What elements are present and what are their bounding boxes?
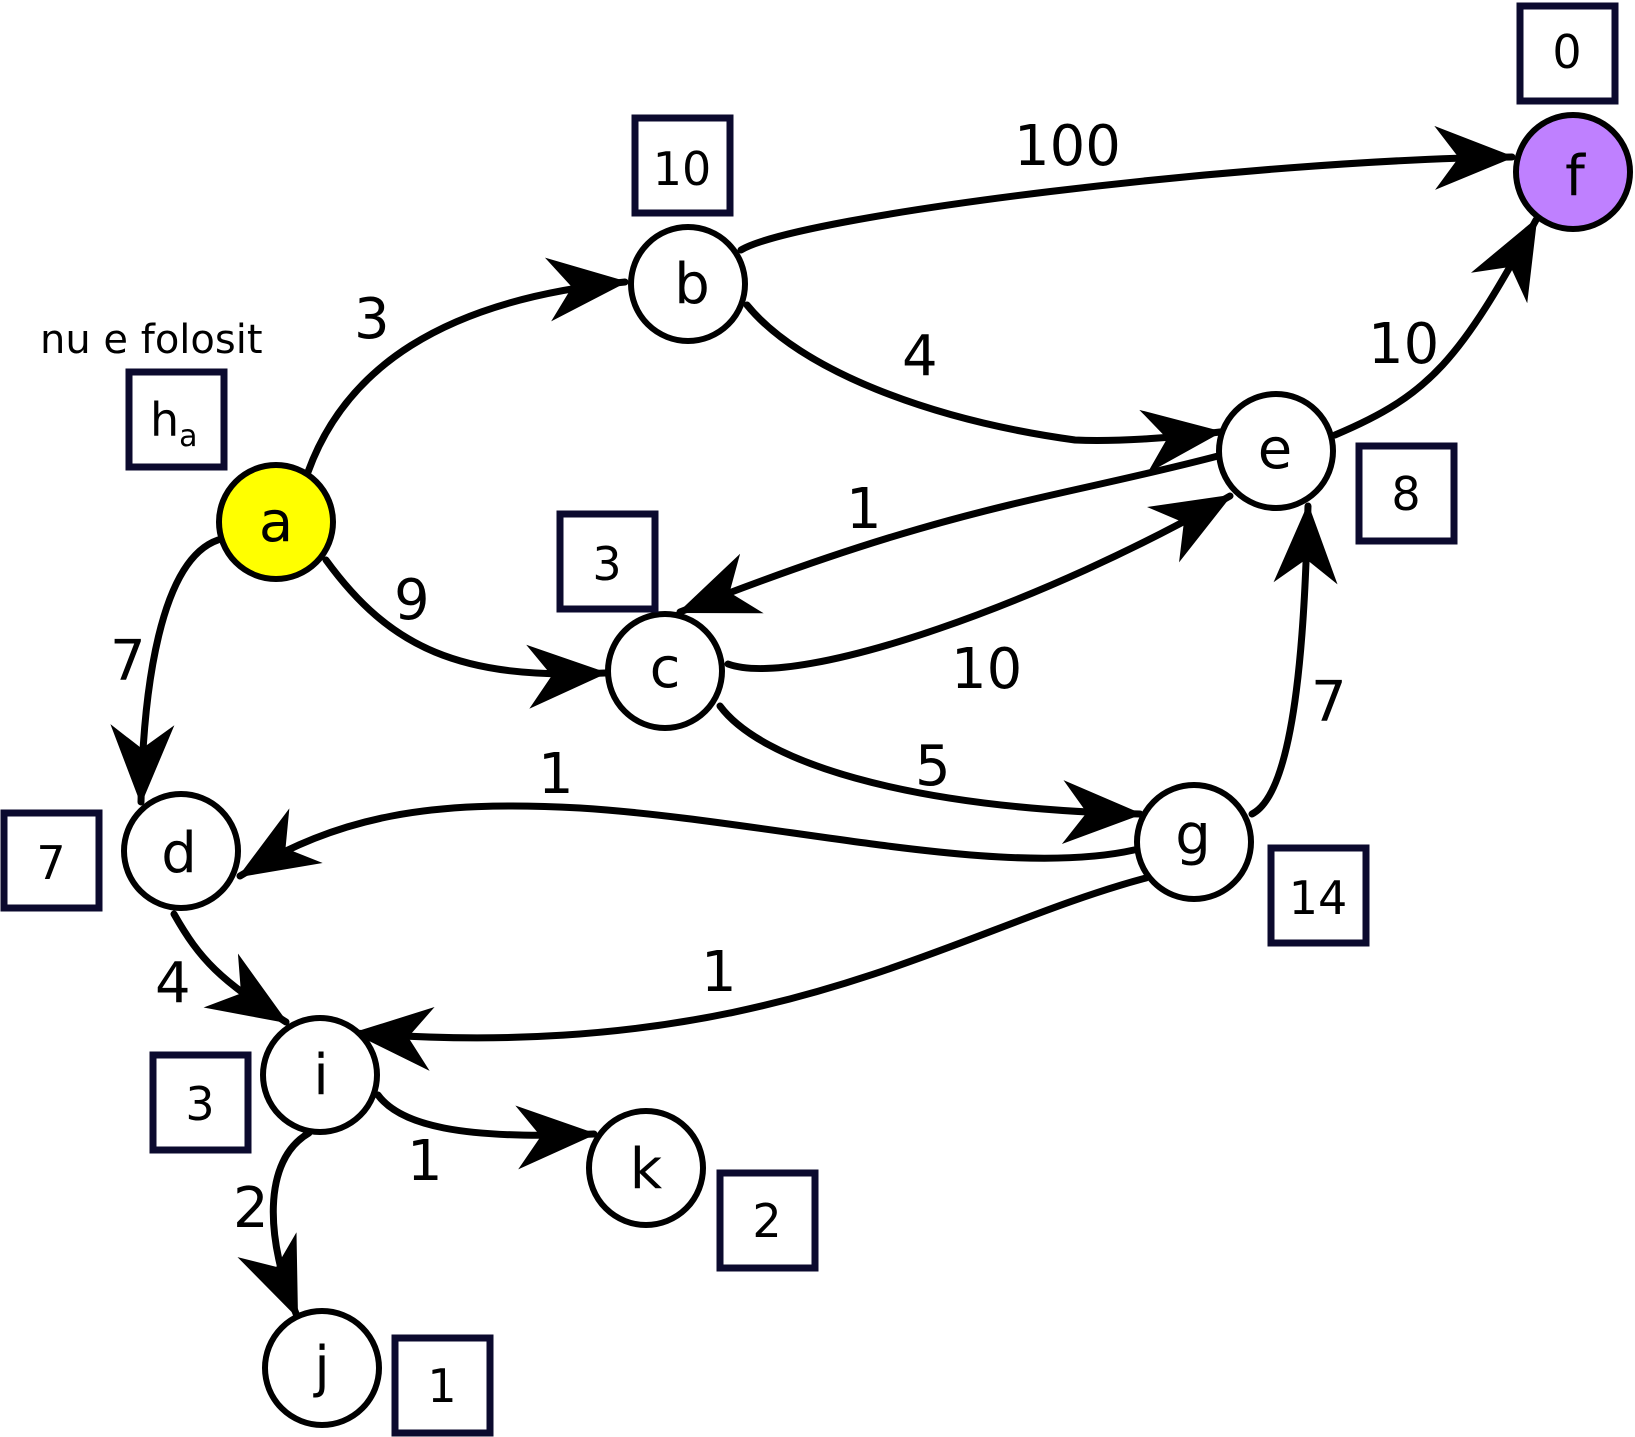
node-b: b [628, 224, 748, 344]
node-g-label: g [1175, 803, 1211, 868]
edge-c-g [716, 702, 1144, 845]
node-b-circle [628, 224, 748, 344]
edge-g-i [351, 874, 1150, 1071]
edge-weight-g-d: 1 [538, 742, 574, 807]
node-k-circle [586, 1108, 706, 1228]
node-f-label: f [1565, 144, 1586, 209]
heuristic-box-g: 14 [1267, 844, 1370, 947]
heuristic-box-a: ha [125, 368, 228, 471]
edge-g-d [236, 802, 1138, 880]
node-f-circle [1513, 112, 1633, 232]
node-d: d [121, 791, 241, 911]
heuristic-value-b: 10 [653, 142, 712, 196]
edge-weight-g-e: 7 [1311, 670, 1347, 735]
edge-a-d [110, 536, 222, 806]
edge-b-e [743, 301, 1224, 474]
node-e: e [1216, 391, 1336, 511]
edges [110, 125, 1540, 1320]
heuristic-box-f: 0 [1516, 2, 1619, 105]
node-f: f [1513, 112, 1633, 232]
edge-g-e [1248, 502, 1338, 818]
node-i: i [260, 1015, 380, 1135]
node-d-label: d [161, 821, 197, 886]
node-i-label: i [313, 1043, 329, 1108]
edge-weight-c-e: 10 [951, 637, 1022, 702]
heuristic-value-j: 1 [427, 1359, 456, 1413]
node-i-circle [260, 1015, 380, 1135]
edge-weights: 3 9 7 100 4 10 1 10 5 7 1 1 4 1 2 [110, 114, 1439, 1241]
edge-weight-e-f: 10 [1368, 312, 1439, 377]
node-j: j [262, 1308, 382, 1428]
node-c-circle [605, 611, 725, 731]
node-e-label: e [1258, 417, 1292, 482]
edge-weight-a-c: 9 [394, 568, 430, 633]
edge-weight-b-e: 4 [902, 324, 938, 389]
heuristic-value-d: 7 [36, 836, 65, 890]
node-a-label: a [259, 490, 293, 555]
heuristic-label-a: ha [150, 393, 198, 454]
edge-a-b [304, 257, 629, 476]
node-c-label: c [650, 636, 681, 701]
node-j-circle [262, 1308, 382, 1428]
node-b-label: b [674, 252, 710, 317]
edge-weight-a-d: 7 [110, 629, 146, 694]
node-k: k [586, 1108, 706, 1228]
node-c: c [605, 611, 725, 731]
node-g: g [1134, 782, 1254, 902]
nodes: a b c d e f g i [121, 112, 1633, 1428]
heuristic-value-g: 14 [1289, 871, 1348, 925]
heuristic-box-j: 1 [391, 1334, 494, 1437]
edge-b-f [737, 125, 1516, 254]
heuristic-box-c: 3 [556, 510, 659, 613]
node-k-label: k [630, 1137, 663, 1202]
edge-e-f [1331, 216, 1540, 439]
node-g-circle [1134, 782, 1254, 902]
edge-weight-i-k: 1 [407, 1129, 443, 1194]
unused-note: nu e folosit [40, 317, 263, 363]
heuristic-value-e: 8 [1391, 467, 1420, 521]
heuristic-box-k: 2 [716, 1169, 819, 1272]
heuristic-box-b: 10 [631, 114, 734, 217]
edge-weight-b-f: 100 [1014, 114, 1121, 179]
edge-i-k [374, 1091, 598, 1170]
node-j-label: j [312, 1335, 330, 1400]
edge-weight-g-i: 1 [701, 940, 737, 1005]
heuristic-box-e: 8 [1355, 442, 1458, 545]
edge-d-i [170, 910, 290, 1026]
heuristic-value-i: 3 [185, 1077, 214, 1131]
edge-weight-e-c: 1 [846, 477, 882, 542]
edge-i-j [237, 1129, 313, 1320]
heuristic-value-k: 2 [752, 1194, 781, 1248]
node-d-circle [121, 791, 241, 911]
heuristic-value-f: 0 [1552, 25, 1581, 79]
node-e-circle [1216, 391, 1336, 511]
heuristic-value-c: 3 [592, 537, 621, 591]
node-a-circle [216, 462, 336, 582]
edge-e-c [676, 452, 1222, 616]
edge-weight-d-i: 4 [155, 951, 191, 1016]
node-a: a [216, 462, 336, 582]
heuristic-box-d: 7 [0, 809, 103, 912]
edge-a-c [322, 556, 609, 709]
edge-weight-a-b: 3 [354, 287, 390, 352]
edge-c-e [724, 492, 1234, 673]
edge-weight-i-j: 2 [233, 1176, 269, 1241]
heuristic-box-i: 3 [149, 1051, 252, 1154]
edge-weight-c-g: 5 [915, 734, 951, 799]
